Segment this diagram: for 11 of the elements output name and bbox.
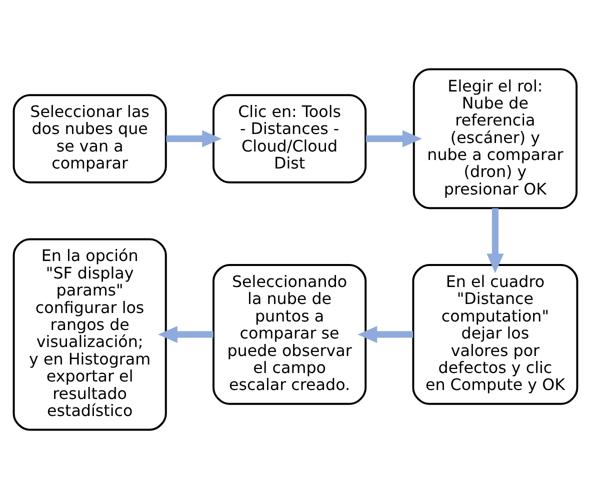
arrow: [366, 130, 422, 148]
arrow: [166, 130, 222, 148]
node-box: En la opción "SF display params" configurar los rangos de visualización; y en Histogram exportar el resultado estadístico: [12, 238, 167, 431]
node-box: Clic en: Tools - Distances - Cloud/Cloud Dist: [212, 94, 367, 184]
node-box: En el cuadro "Distance computation" dejar los valores por defectos y clic en Compute y OK: [412, 264, 578, 405]
node-box: Seleccionando la nube de puntos a comparar se puede observar el campo escalar creado.: [212, 264, 367, 405]
arrow: [358, 326, 414, 343]
node-box: Seleccionar las dos nubes que se van a comparar: [12, 94, 167, 184]
arrow: [158, 326, 214, 343]
node-box: Elegir el rol: Nube de referencia (escáner) y nube a comparar (dron) y presionar OK: [412, 68, 578, 210]
arrow: [486, 208, 504, 274]
